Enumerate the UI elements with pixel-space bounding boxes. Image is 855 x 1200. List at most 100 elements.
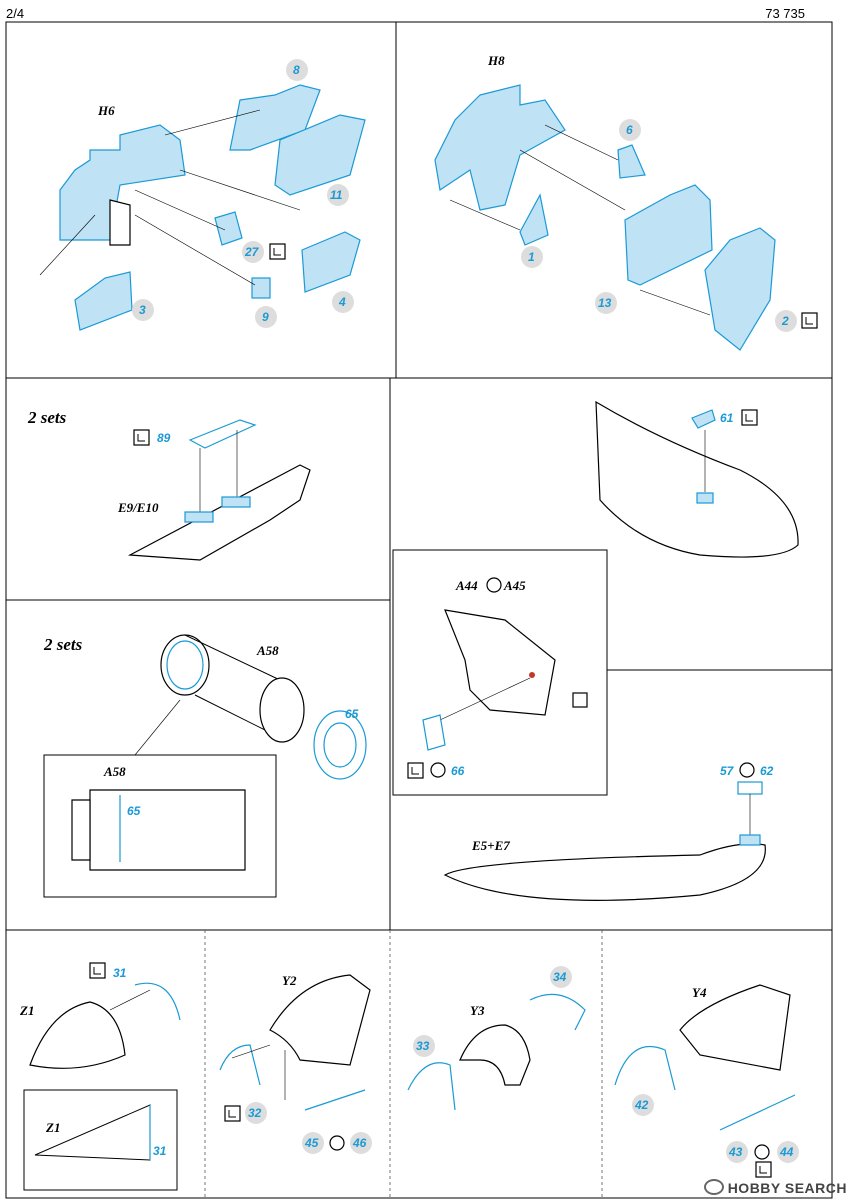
part-42-badge [632,1094,654,1116]
fold-icon [801,312,818,329]
fold-icon [755,1161,772,1178]
y3-assembly: Y3 33 34 [407,966,586,1111]
fold-icon [741,409,758,426]
fold-icon-glyph [745,414,753,422]
part-3-badge [132,299,154,321]
part-33-number: 33 [416,1039,430,1053]
paint-icon [430,762,446,778]
e9-label: E9/E10 [117,500,159,515]
z1-inset-frame [23,1089,178,1191]
fold-icon [89,962,106,979]
z1-label: Z1 [19,1003,34,1018]
part-34-number: 34 [553,970,567,984]
fold-icon-glyph [805,317,813,325]
part-45-number: 45 [304,1136,319,1150]
y2-label: Y2 [282,973,297,988]
a58-inset-number: 65 [127,804,141,818]
part-1-number: 1 [528,250,535,264]
e9-wing-shape [127,464,311,561]
a58-inset-leader [134,699,181,756]
part-3-shape [74,271,133,331]
part-34-shape [529,993,586,1031]
y4-assembly: Y4 42 43 44 [614,984,799,1178]
a58-assembly: 2 sets A58 65 A58 65 [43,634,367,898]
a58-inset-frame [43,754,277,898]
part-4-badge [332,291,354,313]
a58-sets-label: 2 sets [43,635,83,654]
part-6-number: 6 [626,123,633,137]
leader-6 [544,124,619,161]
page-frame [5,21,833,1199]
part-6-shape [617,144,646,179]
part-33-shape [407,1062,456,1111]
fold-icon-glyph [228,1110,236,1118]
part-32-number: 32 [248,1106,262,1120]
a44-box [392,549,608,796]
watermark: HOBBY SEARCH [703,1179,847,1196]
fold-icon-glyph [273,248,281,256]
fold-icon [224,1105,241,1122]
part-8-shape [229,84,321,151]
part-46-number: 46 [352,1136,367,1150]
a44-label: A44 [455,578,478,593]
e5-tank-shape [443,843,766,901]
catalog-number: 73 735 [765,6,805,21]
paint-icon [754,1144,770,1160]
a58-section [89,789,246,871]
part-42-number: 42 [634,1098,649,1112]
y4-canopy-shape [679,984,791,1071]
a58-front-mesh [166,640,204,690]
a58-front [160,634,210,696]
part-11-badge [327,184,349,206]
part-32-shape [219,1044,261,1086]
part-2-number: 2 [781,314,789,328]
part-13-number: 13 [598,296,612,310]
part-66-number: 66 [451,764,465,778]
part-8-badge [286,59,308,81]
part-11-shape [274,114,366,196]
y2-assembly: Y2 32 45 46 [219,973,372,1154]
leader-13 [519,149,626,211]
part-31-shape [134,982,181,1021]
part-45-shape [304,1089,366,1111]
z1-assembly: 31 Z1 Z1 31 [19,962,181,1191]
h6-label: H6 [97,103,115,118]
part-9-shape [251,277,271,299]
part-65-number: 65 [345,707,359,721]
part-62-number: 62 [760,764,774,778]
h6-assembly: H6 8 11 27 4 3 9 [39,59,366,331]
part-44-number: 44 [779,1145,794,1159]
leader-32 [231,1044,271,1059]
part-32-badge [245,1102,267,1124]
watermark-logo-icon [703,1179,724,1195]
y3-canopy-shape [459,1024,531,1086]
leader-4 [179,169,301,211]
z1-canopy-shape [29,1001,126,1069]
part-11-number: 11 [330,188,343,202]
e9-assembly: 2 sets 89 E9/E10 [27,408,311,561]
part-46-badge [350,1132,372,1154]
e9-sets-label: 2 sets [27,408,67,427]
e9-part-a [184,511,214,523]
e5-part-position [739,834,761,846]
nose-shape [595,400,799,558]
part-43-shape [719,1094,796,1131]
part-89-shape [188,419,257,449]
part-43-badge [726,1141,748,1163]
part-9-number: 9 [262,310,269,324]
h8-label: H8 [487,53,505,68]
leader-27 [134,189,226,231]
part-9-badge [255,306,277,328]
paint-icon [739,762,755,778]
part-31-number: 31 [113,966,127,980]
e5-label: E5+E7 [471,838,510,853]
nose-assembly: 61 [595,400,799,558]
page-indicator: 2/4 [6,6,25,21]
leader-31 [109,989,151,1011]
a58-inset-label: A58 [103,764,126,779]
part-65-inner [323,722,357,768]
y4-label: Y4 [692,985,707,1000]
leader-1 [449,199,521,231]
part-27-number: 27 [244,245,260,259]
